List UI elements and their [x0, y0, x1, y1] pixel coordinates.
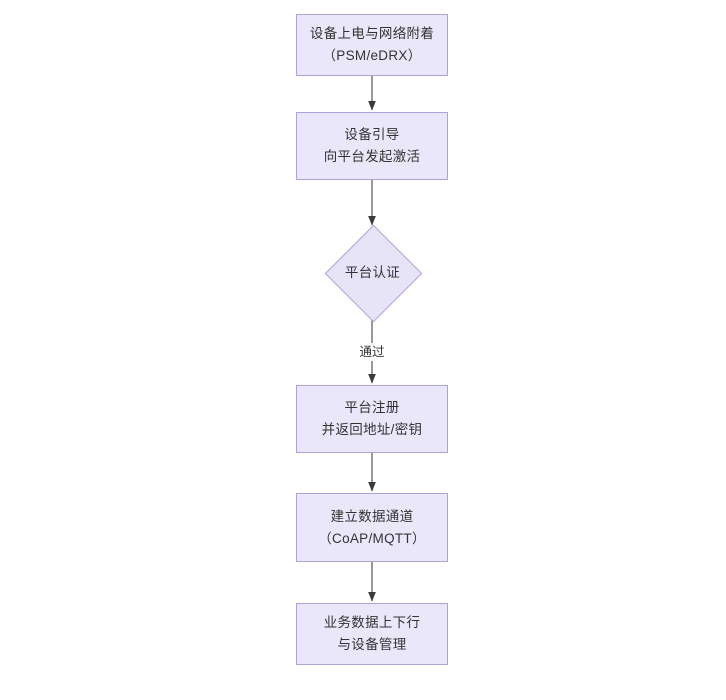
node-platform-registration-return-address-key[interactable]: 平台注册 并返回地址/密钥 [296, 385, 448, 453]
node-service-data-uplink-downlink-device-management[interactable]: 业务数据上下行 与设备管理 [296, 603, 448, 665]
node-label-line: 平台注册 [344, 400, 400, 415]
node-label-line: 与设备管理 [337, 637, 407, 652]
node-label-line: 设备引导 [344, 127, 400, 142]
node-platform-authentication[interactable]: 平台认证 [324, 224, 423, 323]
edge-label-pass: 通过 [356, 343, 388, 361]
node-device-bootstrap-activation[interactable]: 设备引导 向平台发起激活 [296, 112, 448, 180]
node-label-line: 设备上电与网络附着 [309, 26, 435, 41]
node-label-line: 并返回地址/密钥 [321, 422, 423, 437]
node-label-line: 向平台发起激活 [323, 149, 421, 164]
node-establish-data-channel[interactable]: 建立数据通道 （CoAP/MQTT） [296, 493, 448, 562]
node-label-line: （PSM/eDRX） [322, 48, 422, 63]
node-label-line: （CoAP/MQTT） [318, 530, 426, 546]
node-label-line: 建立数据通道 [330, 508, 414, 524]
node-device-power-on-network-attach[interactable]: 设备上电与网络附着 （PSM/eDRX） [296, 14, 448, 76]
node-label-line: 业务数据上下行 [323, 615, 421, 630]
node-label-line: 平台认证 [344, 264, 401, 280]
